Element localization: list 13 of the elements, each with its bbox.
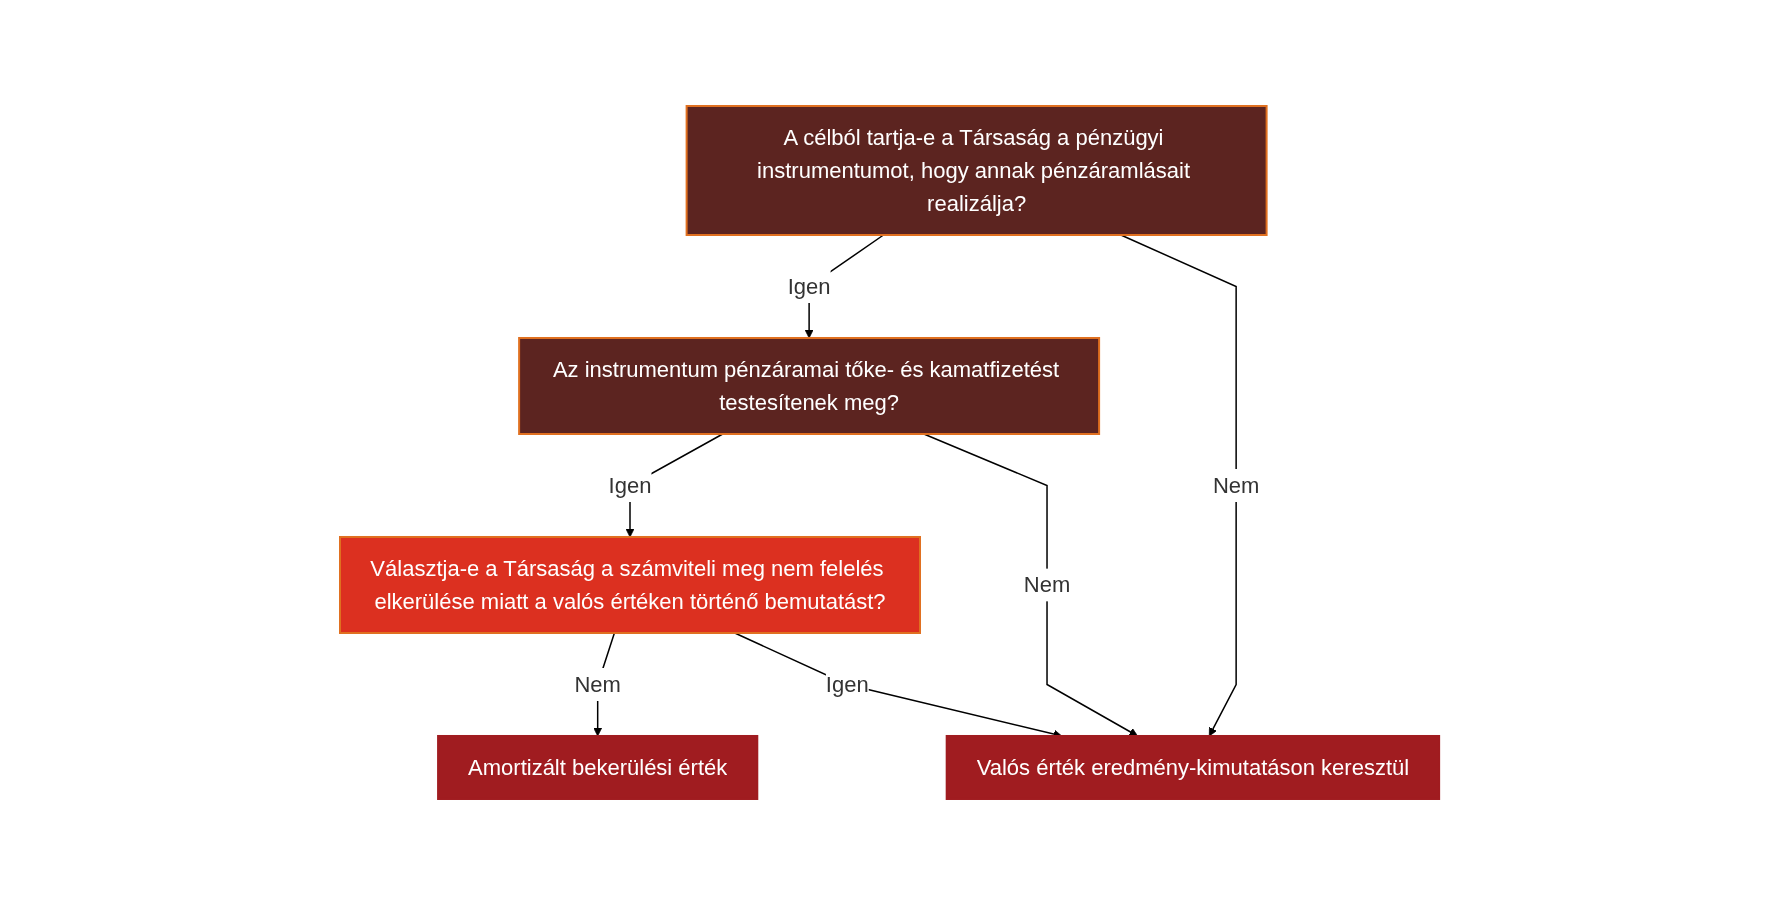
edge-label: Nem [574,671,622,697]
arrow [1120,233,1238,736]
node-box: A célból tartja-e a Társaság a pénzügyi instrumentumot, hogy annak pénzáramlásait realizálja? [686,104,1268,236]
edge-label: Nem [1024,571,1071,597]
node-box: Az instrumentum pénzáramai tőke- és kamatfizetést testesítenek meg? [518,336,1101,435]
edge-label: Nem [1213,472,1260,498]
arrow [923,432,1139,736]
node-box: Amortizált bekerülési érték [437,734,759,800]
edge-label: Igen [609,472,652,498]
node-box: Választja-e a Társaság a számviteli meg nem felelés elkerülése miatt a valós értéken történő bemutatást? [339,535,922,634]
node-box: Valós érték eredmény-kimutatáson keresztül [946,734,1441,800]
edge-label: Igen [826,671,870,697]
edge-label: Igen [788,273,831,299]
